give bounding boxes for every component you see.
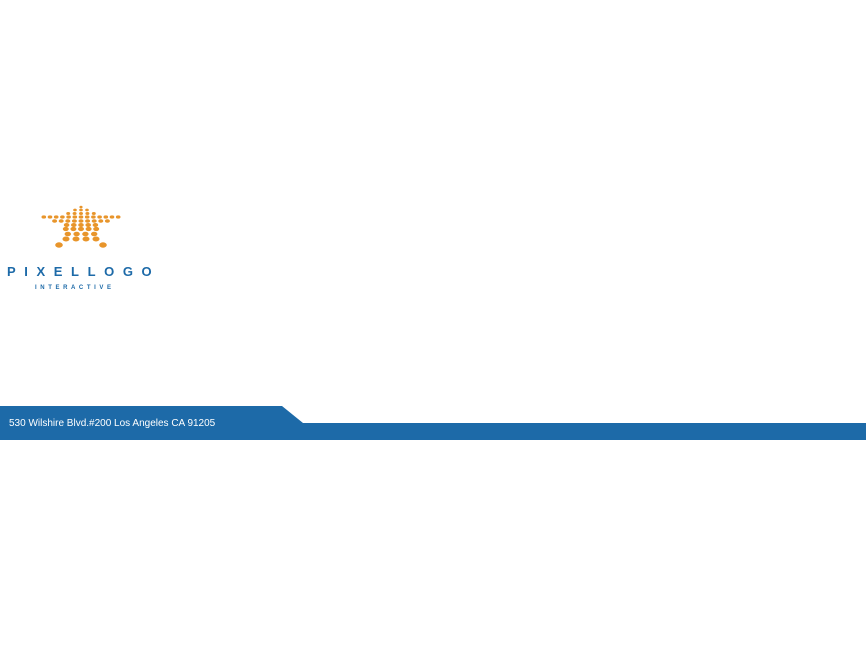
logo-name-text: PIXELLOGO	[7, 264, 161, 279]
dotted-arrow-icon	[41, 205, 121, 248]
company-logo: PIXELLOGO INTERACTIVE	[0, 200, 160, 300]
logo-tagline-text: INTERACTIVE	[35, 285, 115, 291]
footer-address: 530 Wilshire Blvd.#200 Los Angeles CA 91…	[9, 418, 216, 429]
footer-band: 530 Wilshire Blvd.#200 Los Angeles CA 91…	[0, 406, 866, 440]
footer-band-shape	[0, 406, 866, 440]
